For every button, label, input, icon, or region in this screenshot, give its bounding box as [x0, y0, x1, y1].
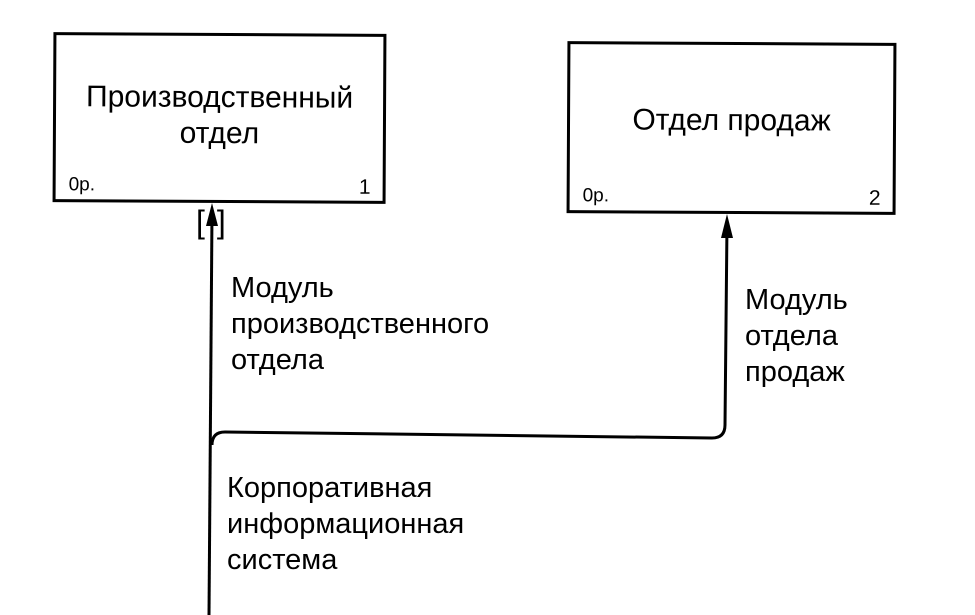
- activity-number: 1: [358, 175, 371, 199]
- tunnel-bracket: []: [196, 204, 238, 240]
- activity-box-production[interactable]: Производственный отдел 0р. 1: [52, 32, 387, 204]
- arrowhead-box2: [721, 214, 733, 238]
- activity-title: Отдел продаж: [632, 103, 831, 138]
- activity-cost: 0р.: [68, 174, 96, 196]
- arrow-label-corporate-system: Корпоративная информационная система: [227, 472, 465, 576]
- arrowhead-box1: [206, 203, 218, 226]
- arrow-label-production-module: Модуль производственного отдела: [231, 272, 490, 376]
- activity-cost: 0р.: [582, 185, 610, 207]
- activity-number: 2: [868, 186, 881, 210]
- arrow-label-sales-module: Модуль отдела продаж: [745, 284, 848, 388]
- arrow-production-module: [207, 211, 214, 615]
- activity-box-sales[interactable]: Отдел продаж 0р. 2: [566, 41, 897, 215]
- arrow-sales-module: [210, 223, 729, 446]
- activity-title: Производственный отдел: [85, 80, 354, 151]
